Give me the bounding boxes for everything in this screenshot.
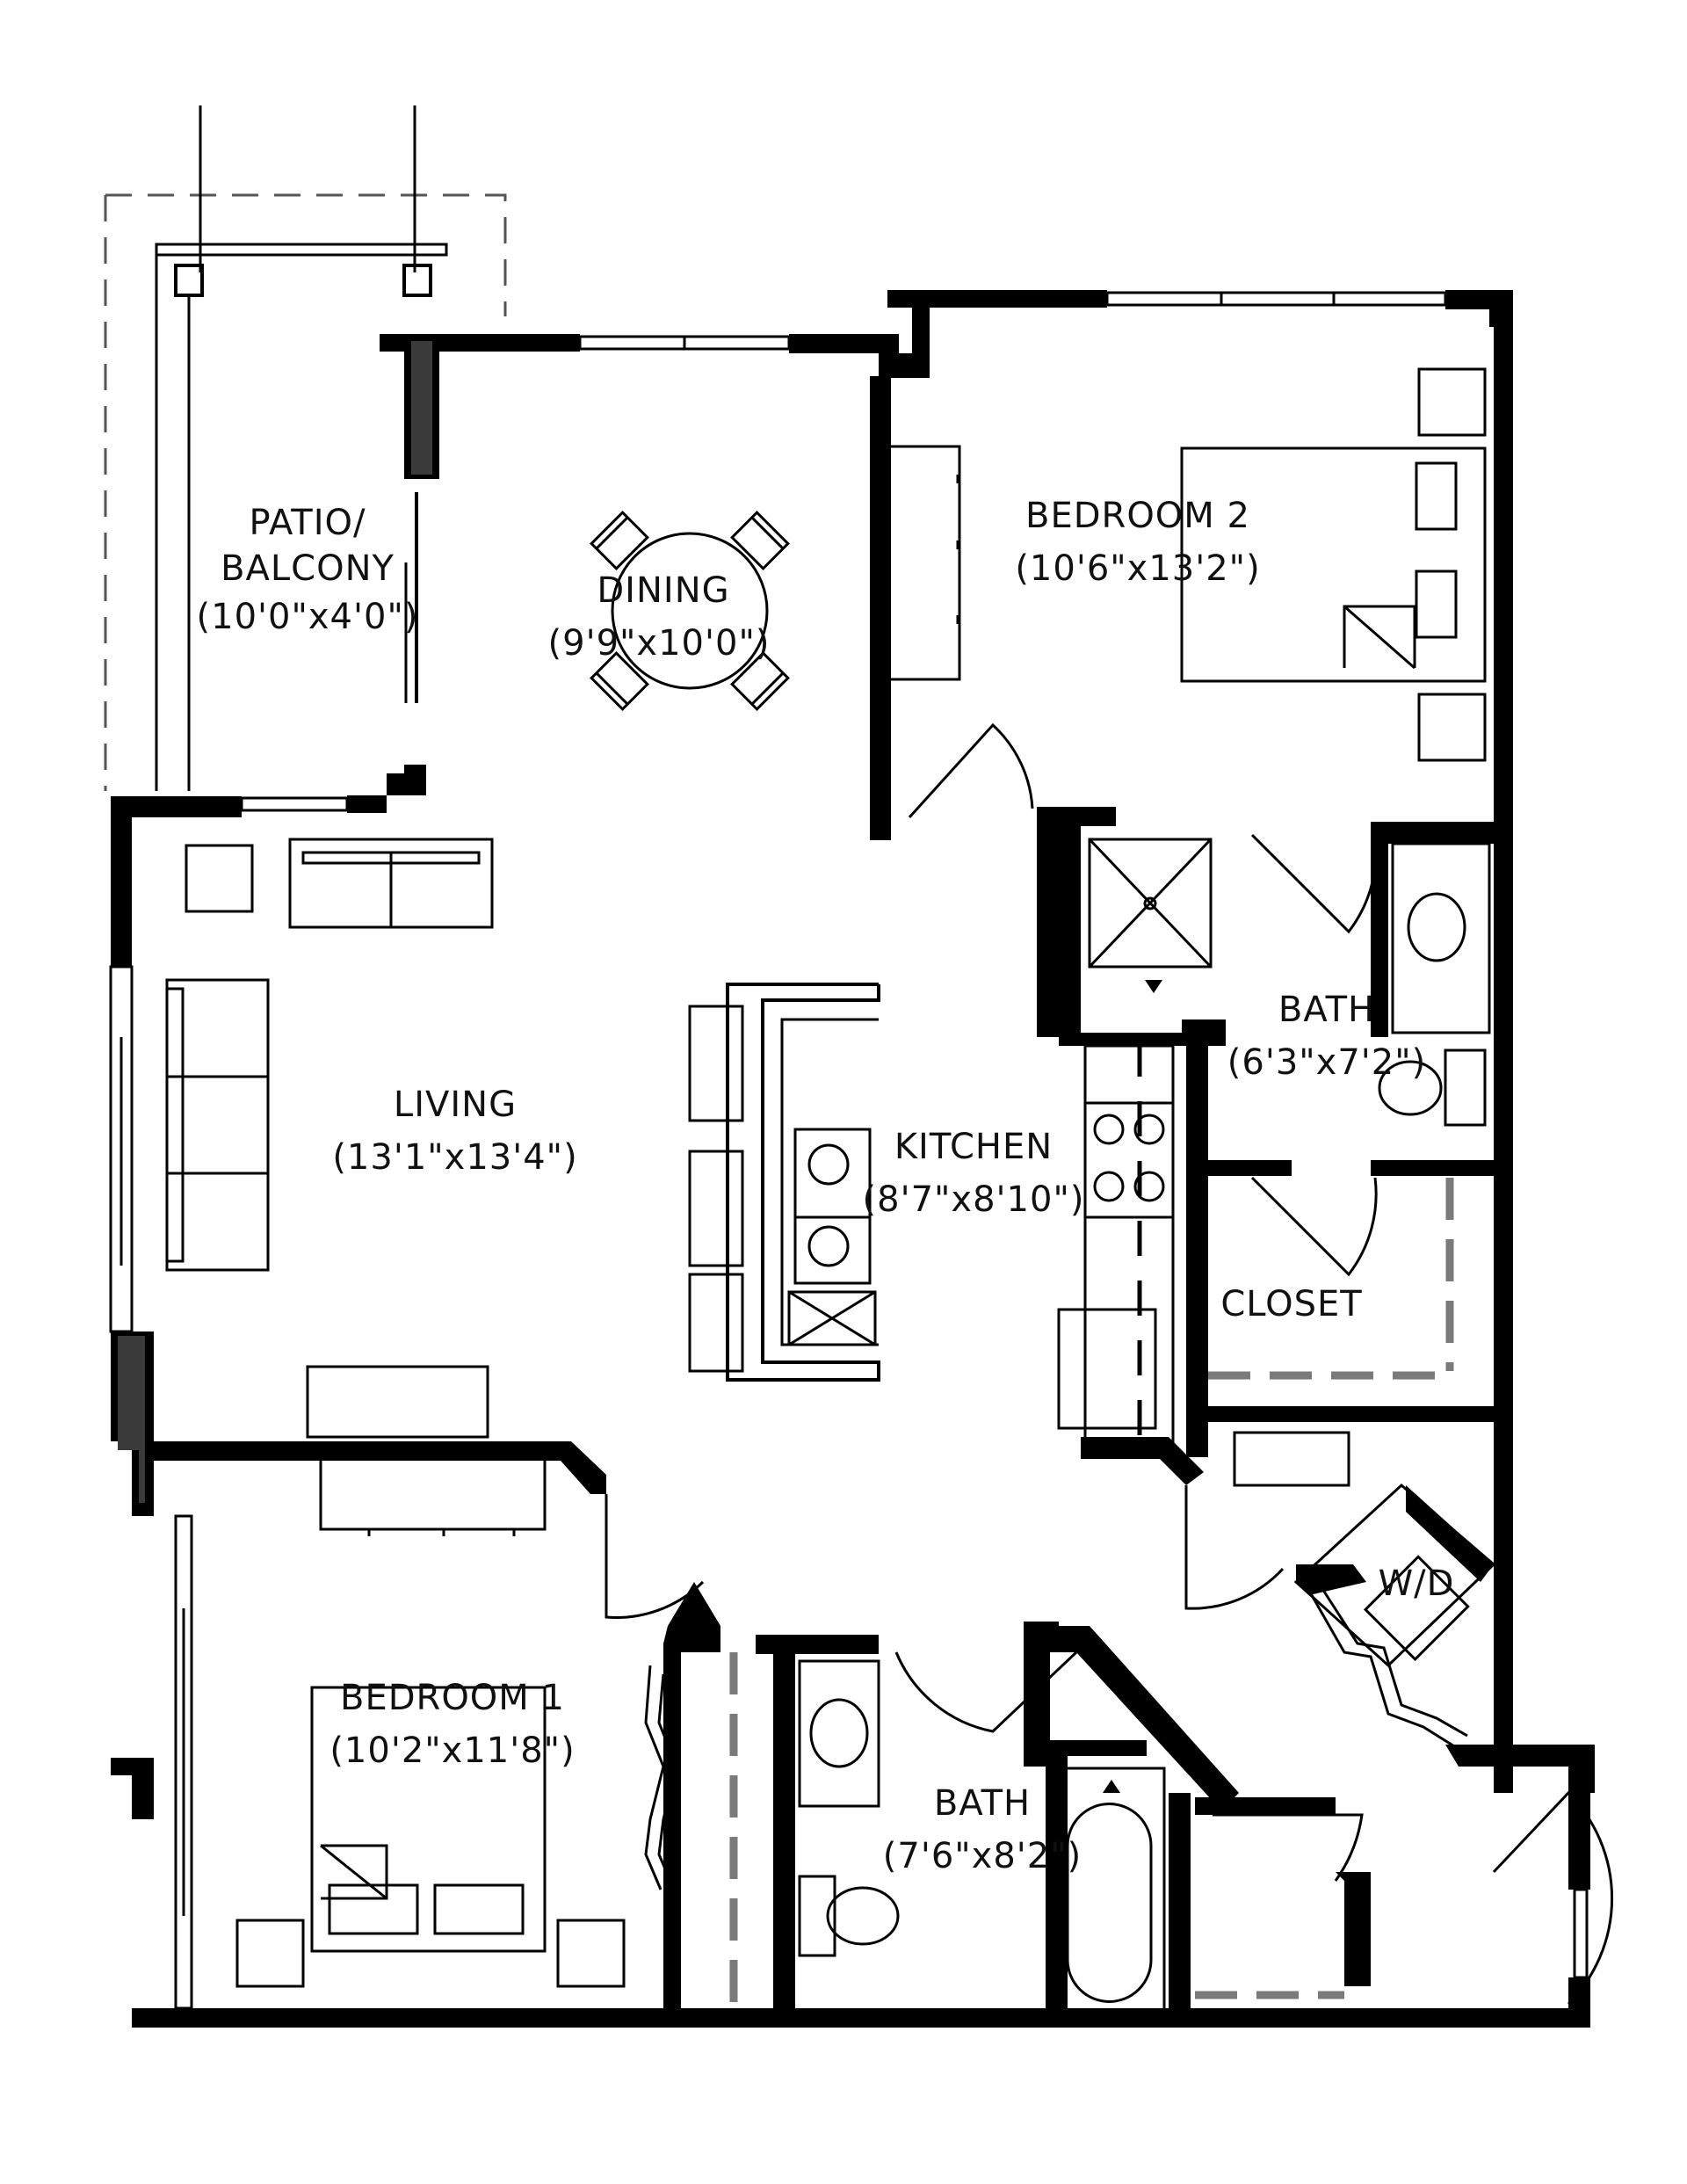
room-label-laundry: W/D (1379, 1564, 1455, 1604)
doors (605, 722, 1614, 2006)
room-label-bath2: BATH (1278, 990, 1375, 1030)
room-label-bedroom1: BEDROOM 1 (340, 1678, 565, 1718)
room-label-bath1: BATH (934, 1783, 1031, 1824)
room-labels: PATIO/ BALCONY (10'0"x4'0") DINING (9'9"… (197, 496, 1455, 1876)
room-label-kitchen: KITCHEN (894, 1127, 1053, 1167)
room-label-patio-2: BALCONY (221, 548, 395, 589)
bath2-fixtures (1088, 838, 1491, 1127)
patio-balcony (104, 105, 507, 791)
kitchen-counters (1057, 1044, 1175, 1443)
dining-table (590, 511, 790, 711)
bath1-fixtures (798, 980, 1166, 2012)
room-label-patio: PATIO/ (249, 503, 366, 543)
room-dims-patio: (10'0"x4'0") (197, 597, 419, 637)
room-dims-bath1: (7'6"x8'2") (883, 1836, 1082, 1876)
room-dims-bedroom1: (10'2"x11'8") (329, 1731, 575, 1771)
room-dims-bedroom2: (10'6"x13'2") (1015, 548, 1260, 589)
room-dims-dining: (9'9"x10'0") (548, 623, 771, 664)
bedroom1-furniture (235, 1686, 626, 1988)
closet-rods (729, 1041, 1454, 2008)
living-furniture (165, 838, 547, 1536)
room-label-closet: CLOSET (1220, 1284, 1362, 1324)
bedroom2-furniture (887, 367, 1487, 762)
laundry (1233, 1431, 1496, 1668)
windows (109, 291, 1589, 2010)
room-label-bedroom2: BEDROOM 2 (1025, 496, 1250, 536)
room-label-dining: DINING (597, 570, 729, 611)
kitchen-island (688, 983, 880, 1382)
room-label-living: LIVING (394, 1085, 517, 1125)
room-dims-living: (13'1"x13'4") (332, 1137, 577, 1178)
room-dims-kitchen: (8'7"x8'10") (863, 1179, 1085, 1220)
room-dims-bath2: (6'3"x7'2") (1227, 1042, 1426, 1083)
